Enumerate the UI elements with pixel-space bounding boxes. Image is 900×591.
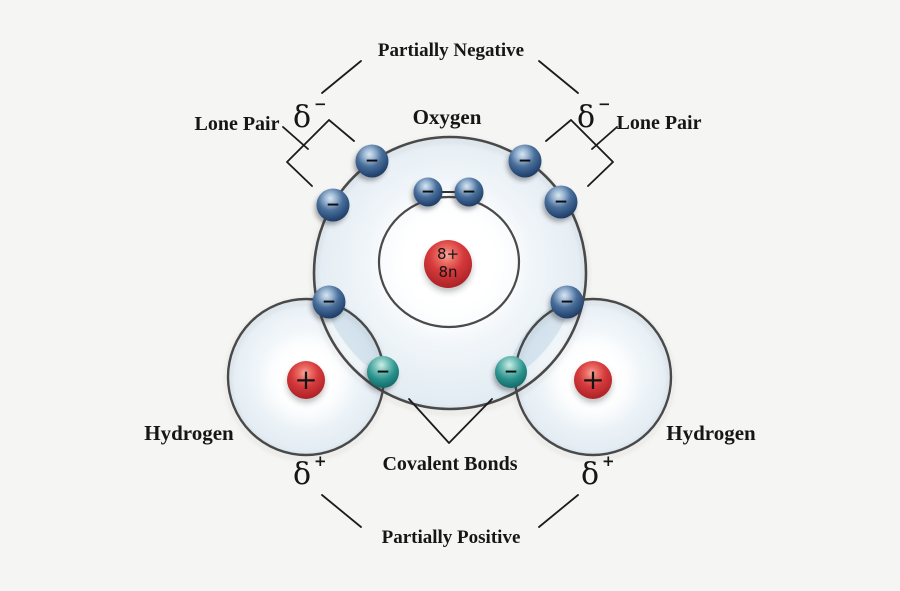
- partially-negative-pointer-right: [538, 60, 579, 94]
- electron-charge-label: −: [554, 192, 568, 212]
- lone-pair-bracket-right: [545, 119, 614, 187]
- electron-sphere: [544, 185, 578, 219]
- hydrogen-left-nucleus: +: [287, 361, 325, 399]
- electron-sphere: [355, 144, 389, 178]
- overlap-lens-right: [509, 300, 569, 374]
- electron-charge-label: −: [322, 292, 336, 312]
- lone-pair-pointer-left: [282, 126, 309, 150]
- electron-lone-pair-left-2: −: [316, 188, 350, 222]
- electron-charge-label: −: [421, 182, 435, 202]
- electron-lone-pair-right-1: −: [508, 144, 542, 178]
- electron-sphere: [495, 356, 527, 388]
- electron-lone-pair-right-2: −: [544, 185, 578, 219]
- electron-bond-left-oxygen: −: [312, 285, 346, 319]
- electron-inner-2: −: [454, 177, 484, 207]
- lone-pair-pointer-right: [591, 126, 618, 150]
- electron-charge-label: −: [560, 292, 574, 312]
- electron-charge-label: −: [504, 362, 518, 382]
- hydrogen-nucleus-sphere: [287, 361, 325, 399]
- electron-covalent-right: −: [495, 356, 527, 388]
- oxygen-label: Oxygen: [413, 105, 482, 129]
- delta-symbol: δ: [577, 100, 595, 135]
- electron-inner-1: −: [413, 177, 443, 207]
- electron-sphere: [508, 144, 542, 178]
- delta-symbol: δ: [293, 457, 311, 492]
- minus-superscript: −: [314, 95, 327, 113]
- electron-charge-label: −: [365, 151, 379, 171]
- covalent-bonds-pointer: [408, 398, 493, 444]
- partially-positive-pointer-right: [538, 494, 579, 528]
- overlap-lens-left: [327, 300, 387, 374]
- delta-symbol: δ: [293, 100, 311, 135]
- partially-negative-pointer-left: [321, 60, 362, 94]
- electron-sphere: [454, 177, 484, 207]
- electron-charge-label: −: [326, 195, 340, 215]
- electron-sphere: [367, 356, 399, 388]
- oxygen-nucleus: 8+ 8n: [424, 240, 472, 288]
- electron-sphere: [550, 285, 584, 319]
- electron-sphere: [413, 177, 443, 207]
- lone-pair-bracket-left: [286, 119, 355, 187]
- plus-superscript: +: [314, 452, 327, 470]
- electron-charge-label: −: [376, 362, 390, 382]
- oxygen-nucleus-sphere: [424, 240, 472, 288]
- oxygen-inner-shell: [377, 195, 521, 329]
- minus-superscript: −: [598, 95, 611, 113]
- delta-negative-right: δ −: [577, 95, 611, 135]
- hydrogen-right-nucleus: +: [574, 361, 612, 399]
- hydrogen-label-right: Hydrogen: [666, 421, 756, 445]
- electron-charge-label: −: [462, 182, 476, 202]
- hydrogen-nucleus-sphere: [574, 361, 612, 399]
- hydrogen-label-left: Hydrogen: [144, 421, 234, 445]
- electron-sphere: [316, 188, 350, 222]
- electron-covalent-left: −: [367, 356, 399, 388]
- delta-negative-left: δ −: [293, 95, 327, 135]
- oxygen-neutrons-label: 8n: [438, 263, 457, 281]
- electron-sphere: [312, 285, 346, 319]
- partially-positive-pointer-left: [321, 494, 362, 528]
- partially-positive-label: Partially Positive: [382, 527, 521, 548]
- plus-superscript: +: [602, 452, 615, 470]
- delta-positive-right: δ +: [581, 452, 615, 492]
- partially-negative-label: Partially Negative: [378, 40, 524, 61]
- covalent-bonds-label: Covalent Bonds: [382, 453, 517, 475]
- hydrogen-charge-label: +: [581, 363, 604, 396]
- oxygen-protons-label: 8+: [437, 245, 459, 263]
- lone-pair-label-right: Lone Pair: [617, 112, 702, 134]
- lone-pair-label-left: Lone Pair: [195, 113, 280, 135]
- delta-symbol: δ: [581, 457, 599, 492]
- oxygen-outer-shell: [312, 135, 588, 411]
- electron-lone-pair-left-1: −: [355, 144, 389, 178]
- delta-positive-left: δ +: [293, 452, 327, 492]
- electron-bond-right-oxygen: −: [550, 285, 584, 319]
- electron-charge-label: −: [518, 151, 532, 171]
- hydrogen-charge-label: +: [294, 363, 317, 396]
